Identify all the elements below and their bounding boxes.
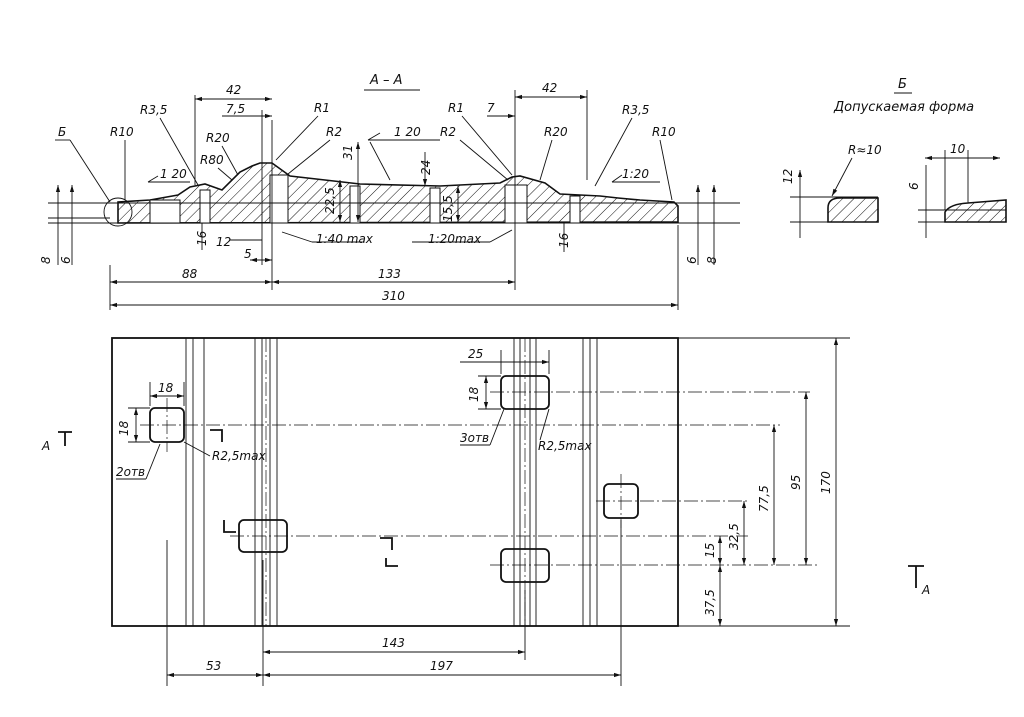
dim-slope-1-20-left: 1 20: [160, 167, 187, 181]
profile-gap-7: [429, 187, 441, 224]
dim-r80: R80: [200, 153, 224, 167]
dim-8-left: 8: [39, 256, 53, 264]
dim-7: 7: [487, 101, 495, 115]
profile-gap-4: [199, 189, 211, 224]
detail-circle-b: [103, 197, 133, 227]
plan-dim-32-5: 32,5: [727, 523, 741, 550]
section-mark-left: А: [41, 439, 50, 453]
dim-88: 88: [182, 267, 198, 281]
plan-view: 18 18 2отв R2,5max 25 18 3отв R2,5max 17…: [41, 337, 930, 686]
dim-r10-right: R10: [652, 125, 676, 139]
dim-r1-left: R1: [314, 101, 330, 115]
dim-7-5: 7,5: [226, 102, 245, 116]
hole-right-2: [500, 548, 550, 583]
plan-dim-170: 170: [819, 471, 833, 494]
dim-42-right: 42: [542, 81, 557, 95]
plan-dim-53: 53: [206, 659, 221, 673]
plate-outline: [111, 337, 679, 627]
dim-42-left: 42: [226, 83, 241, 97]
dim-r3-5-left: R3,5: [140, 103, 167, 117]
dim-r2-left: R2: [326, 125, 342, 139]
dim-slope-1-20-right: 1:20: [622, 167, 649, 181]
dim-6-left: 6: [59, 256, 73, 264]
dim-r10-left: R10: [110, 125, 134, 139]
detail-marker-b: Б: [58, 125, 66, 139]
detail-b-title: Б: [898, 77, 907, 92]
plan-dim-143: 143: [382, 636, 405, 650]
dim-r20-right: R20: [544, 125, 568, 139]
dim-5: 5: [244, 247, 252, 261]
detail-b-dim-10: 10: [950, 142, 966, 156]
dim-r1-right: R1: [448, 101, 464, 115]
corner-mark-4: [385, 558, 398, 567]
dim-6-right: 6: [685, 256, 699, 264]
plan-dim-18-right-h: 18: [467, 386, 481, 402]
plan-holes-2: 2отв: [116, 465, 145, 479]
section-view-a-a: А – А Б 42 42: [39, 73, 740, 310]
plan-dim-25: 25: [468, 347, 483, 361]
detail-b-shape-1: [827, 197, 879, 223]
dim-8-right: 8: [705, 256, 719, 264]
detail-b-r10: R≈10: [848, 143, 882, 157]
dim-r2-right: R2: [440, 125, 456, 139]
dim-310: 310: [382, 289, 405, 303]
plan-r2-5-left: R2,5max: [212, 449, 266, 463]
section-arrow-left: [58, 431, 72, 446]
dim-taper-1-40: 1:40 max: [316, 232, 374, 246]
corner-mark-2: [223, 520, 236, 533]
dim-24: 24: [419, 160, 433, 175]
corner-mark-1: [210, 429, 223, 442]
dim-r20-left: R20: [206, 131, 230, 145]
dim-slope-1-20-top: 1 20: [394, 125, 421, 139]
plan-holes-3: 3отв: [460, 431, 489, 445]
dim-12: 12: [216, 235, 231, 249]
dim-22-5: 22,5: [323, 187, 337, 214]
plan-dim-37-5: 37,5: [703, 589, 717, 616]
dim-31: 31: [341, 145, 355, 160]
section-title: А – А: [369, 73, 403, 88]
plan-r2-5-right: R2,5max: [538, 439, 592, 453]
plan-dim-15: 15: [703, 543, 717, 558]
detail-view-b: Б Допускаемая форма 12 R≈10 6 10: [781, 77, 1007, 238]
detail-b-dim-12: 12: [781, 169, 795, 184]
dim-15-5: 15,5: [441, 195, 455, 222]
hole-right-1: [500, 375, 550, 410]
dim-133: 133: [378, 267, 401, 281]
profile-gap-3: [504, 184, 528, 224]
plan-dim-95: 95: [789, 475, 803, 490]
dim-taper-1-20: 1:20max: [428, 232, 482, 246]
profile-gap-6: [349, 185, 361, 224]
plan-dim-77-5: 77,5: [757, 485, 771, 512]
section-arrow-right: [908, 565, 924, 588]
detail-b-shape-2: [944, 199, 1007, 223]
profile-gap-5: [569, 195, 581, 224]
detail-b-subtitle: Допускаемая форма: [833, 100, 974, 115]
plan-dim-197: 197: [430, 659, 453, 673]
plate-profile-hatch: [117, 162, 679, 224]
corner-mark-3: [380, 537, 393, 550]
profile-gap-2: [269, 174, 289, 224]
detail-b-dim-6: 6: [907, 182, 921, 190]
section-mark-right: А: [921, 583, 930, 597]
plan-dim-18-left-w: 18: [158, 381, 174, 395]
plan-dim-18-left-h: 18: [117, 420, 131, 436]
dim-r3-5-right: R3,5: [622, 103, 649, 117]
